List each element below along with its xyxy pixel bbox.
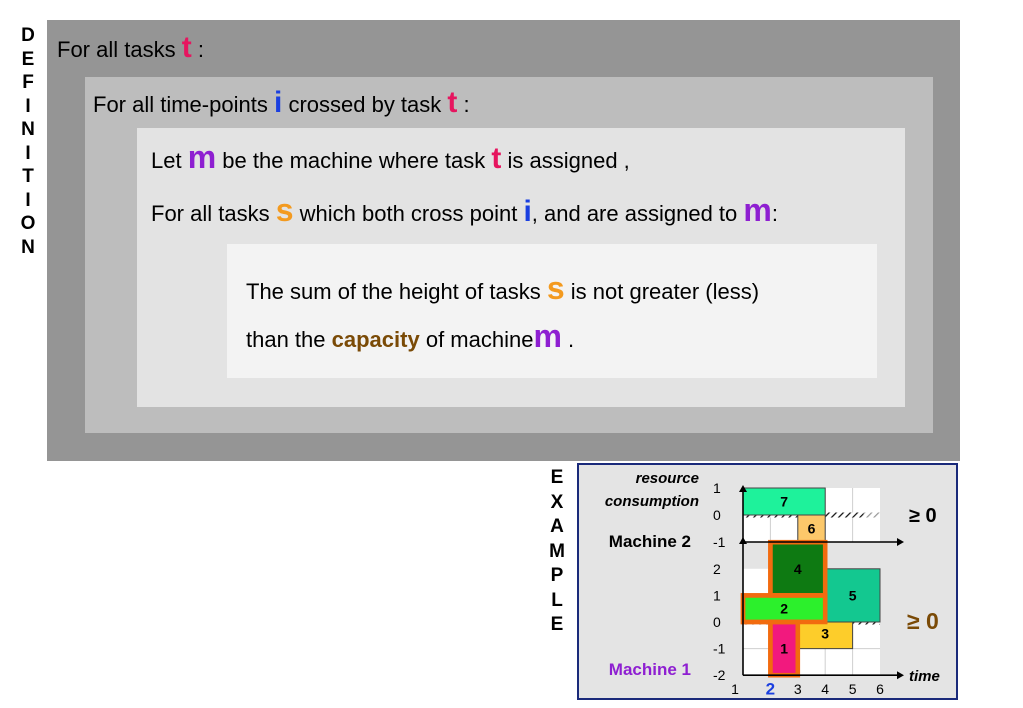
definition-line-1: For all tasks t : <box>57 31 204 65</box>
example-letter: A <box>550 516 564 537</box>
line-text: The sum of the height of tasks <box>246 279 541 304</box>
task-7-label: 7 <box>780 494 788 510</box>
definition-line-6: than the capacity of machinem . <box>246 318 574 355</box>
machine2-x-axis-arrowhead <box>897 538 904 546</box>
x-tick: 4 <box>821 681 829 697</box>
definition-letter: O <box>20 213 36 234</box>
definition-letter: N <box>21 119 35 140</box>
line-text: For all tasks <box>57 37 176 62</box>
definition-letter: F <box>22 72 34 93</box>
time-axis-label: time <box>909 668 940 685</box>
definition-letter: E <box>21 48 35 70</box>
capacity-keyword: capacity <box>331 327 420 352</box>
example-letter: E <box>550 467 564 488</box>
example-panel: 7 6 4 5 2 3 1 1 0 -1 2 1 0 -1 -2 1 2 3 4 5 6 resource consumpt… <box>577 463 958 700</box>
example-letter: L <box>551 589 563 611</box>
example-letter: X <box>550 491 564 513</box>
machine1-y-tick: 0 <box>713 614 721 630</box>
line-text: , and are assigned to <box>531 201 738 226</box>
line-text: For all time-points <box>93 92 268 117</box>
definition-letter: I <box>25 189 31 211</box>
example-letter: E <box>550 614 564 635</box>
line-text: be the machine where task <box>222 148 486 173</box>
machine2-y-tick: 0 <box>713 507 721 523</box>
machine2-y-axis-arrowhead <box>739 485 747 492</box>
machine1-x-axis-arrowhead <box>897 671 904 680</box>
variable-s: s <box>546 270 565 306</box>
task-1-label: 1 <box>780 641 788 657</box>
machine1-y-tick: 1 <box>713 587 721 603</box>
variable-s: s <box>275 192 294 228</box>
task-3-label: 3 <box>821 625 829 641</box>
consumption-label: consumption <box>605 493 699 510</box>
machine1-constraint: ≥ 0 <box>907 608 939 634</box>
definition-line-3: Let m be the machine where task t is ass… <box>151 139 630 176</box>
hatched-zero-line <box>863 512 880 518</box>
line-text: is assigned , <box>507 148 630 173</box>
task-6-rect <box>797 514 826 543</box>
definition-letter: N <box>21 236 35 258</box>
colon: : <box>463 92 470 117</box>
example-letter: P <box>550 565 564 586</box>
line-text: Let <box>151 148 182 173</box>
variable-m: m <box>533 318 562 354</box>
definition-line-2: For all time-points i crossed by task t … <box>93 86 470 120</box>
x-tick: 2 <box>766 680 775 699</box>
capacity-constraint-box <box>227 244 877 378</box>
machine2-constraint: ≥ 0 <box>909 505 937 527</box>
task-5-label: 5 <box>849 587 857 603</box>
x-tick: 3 <box>794 681 802 697</box>
variable-t: t <box>491 142 502 175</box>
definition-letter: I <box>25 142 31 164</box>
colon: : <box>771 201 778 226</box>
period: . <box>568 327 575 352</box>
definition-letter: T <box>22 166 34 187</box>
task-4-label: 4 <box>794 561 802 577</box>
definition-line-4: For all tasks s which both cross point i… <box>151 192 778 229</box>
machine2-y-tick: -1 <box>713 534 726 550</box>
resource-label: resource <box>636 470 699 487</box>
line-text: of machine <box>425 327 534 352</box>
line-text: For all tasks <box>151 201 270 226</box>
line-text: is not greater (less) <box>570 279 760 304</box>
machine1-y-axis-arrowhead <box>739 537 747 544</box>
task-3-rect <box>797 621 854 650</box>
task-7-rect <box>742 487 826 516</box>
line-text: crossed by task <box>288 92 442 117</box>
line-text: than the <box>246 327 326 352</box>
variable-i: i <box>273 86 283 119</box>
machine1-y-tick: -1 <box>713 641 726 657</box>
machine1-label: Machine 1 <box>609 660 691 679</box>
variable-m: m <box>187 139 217 175</box>
definition-letter: I <box>25 95 31 117</box>
task-2-label: 2 <box>780 601 788 617</box>
x-tick: 1 <box>731 681 739 697</box>
machine2-y-tick: 1 <box>713 480 721 496</box>
x-tick: 5 <box>849 681 857 697</box>
resource-chart: 7 6 4 5 2 3 1 1 0 -1 2 1 0 -1 -2 1 2 3 4 5 6 resource consumpt… <box>605 470 940 699</box>
variable-i: i <box>523 195 532 228</box>
x-tick: 6 <box>876 681 884 697</box>
definition-letter: D <box>21 25 35 46</box>
variable-m: m <box>743 192 772 228</box>
machine1-y-tick: 2 <box>713 561 721 577</box>
colon: : <box>197 37 204 62</box>
example-letter: M <box>549 540 565 562</box>
variable-t: t <box>181 31 192 64</box>
line-text: which both cross point <box>299 201 518 226</box>
task-6-label: 6 <box>808 521 816 537</box>
machine1-y-tick: -2 <box>713 667 726 683</box>
variable-t: t <box>447 86 458 119</box>
machine2-label: Machine 2 <box>609 532 691 551</box>
definition-line-5: The sum of the height of tasks s is not … <box>246 270 759 307</box>
